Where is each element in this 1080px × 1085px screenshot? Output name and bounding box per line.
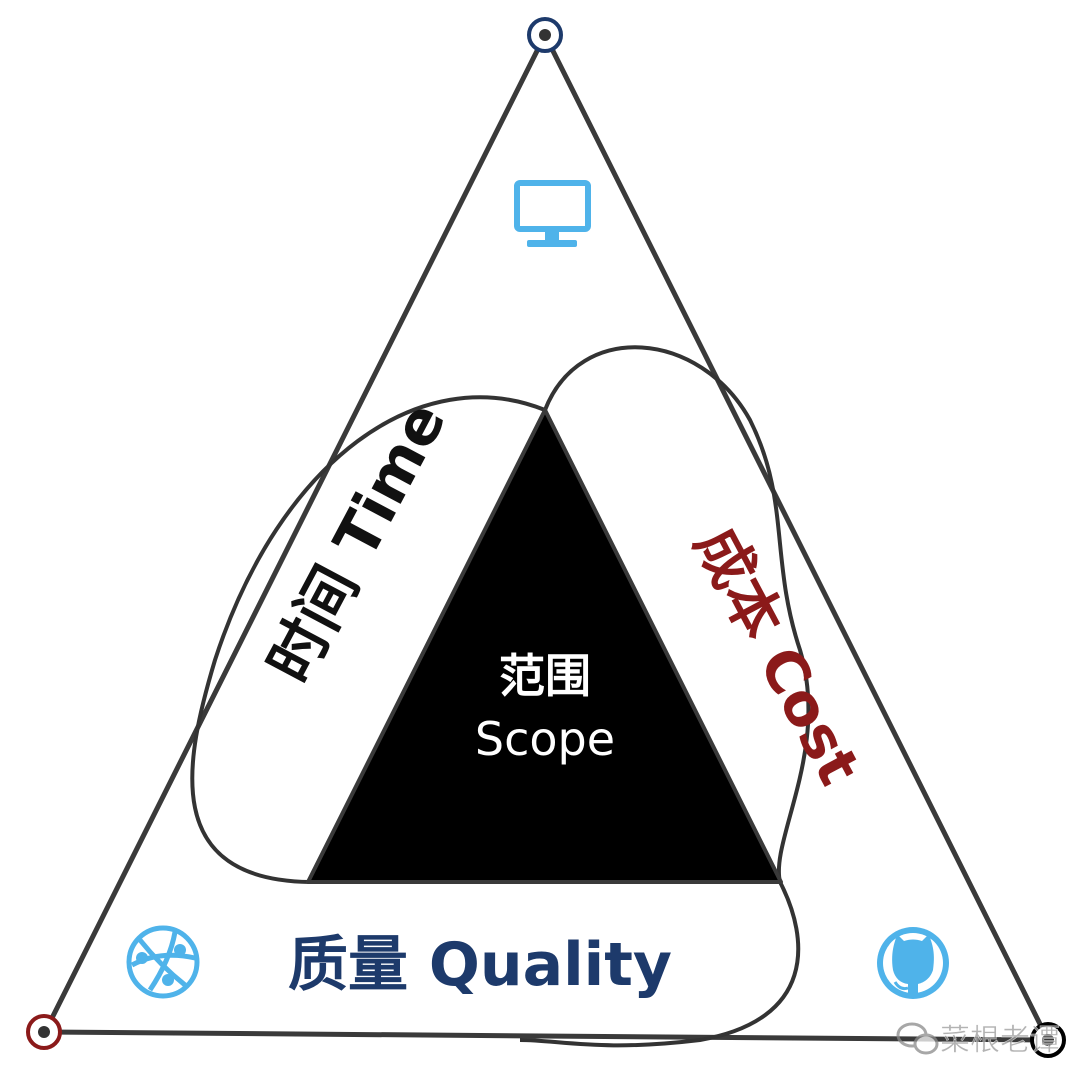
outer-triangle — [42, 32, 1051, 1043]
node-top — [527, 17, 563, 53]
wechat-icon — [896, 1022, 939, 1055]
globe-network-icon — [126, 925, 200, 999]
scope-label-cn: 范围 — [499, 649, 591, 703]
github-octocat-icon — [877, 927, 949, 999]
constraint-loop — [190, 345, 811, 1048]
watermark: 菜根老谭 — [896, 1022, 1060, 1058]
watermark-text: 菜根老谭 — [940, 1023, 1060, 1058]
node-bottom-left — [26, 1014, 62, 1050]
scope-label-en: Scope — [475, 712, 615, 766]
monitor-icon — [514, 180, 591, 247]
node-bottom-right — [1030, 1022, 1066, 1058]
scope-triangle — [306, 408, 783, 884]
quality-label: 质量 Quality — [288, 930, 672, 1000]
